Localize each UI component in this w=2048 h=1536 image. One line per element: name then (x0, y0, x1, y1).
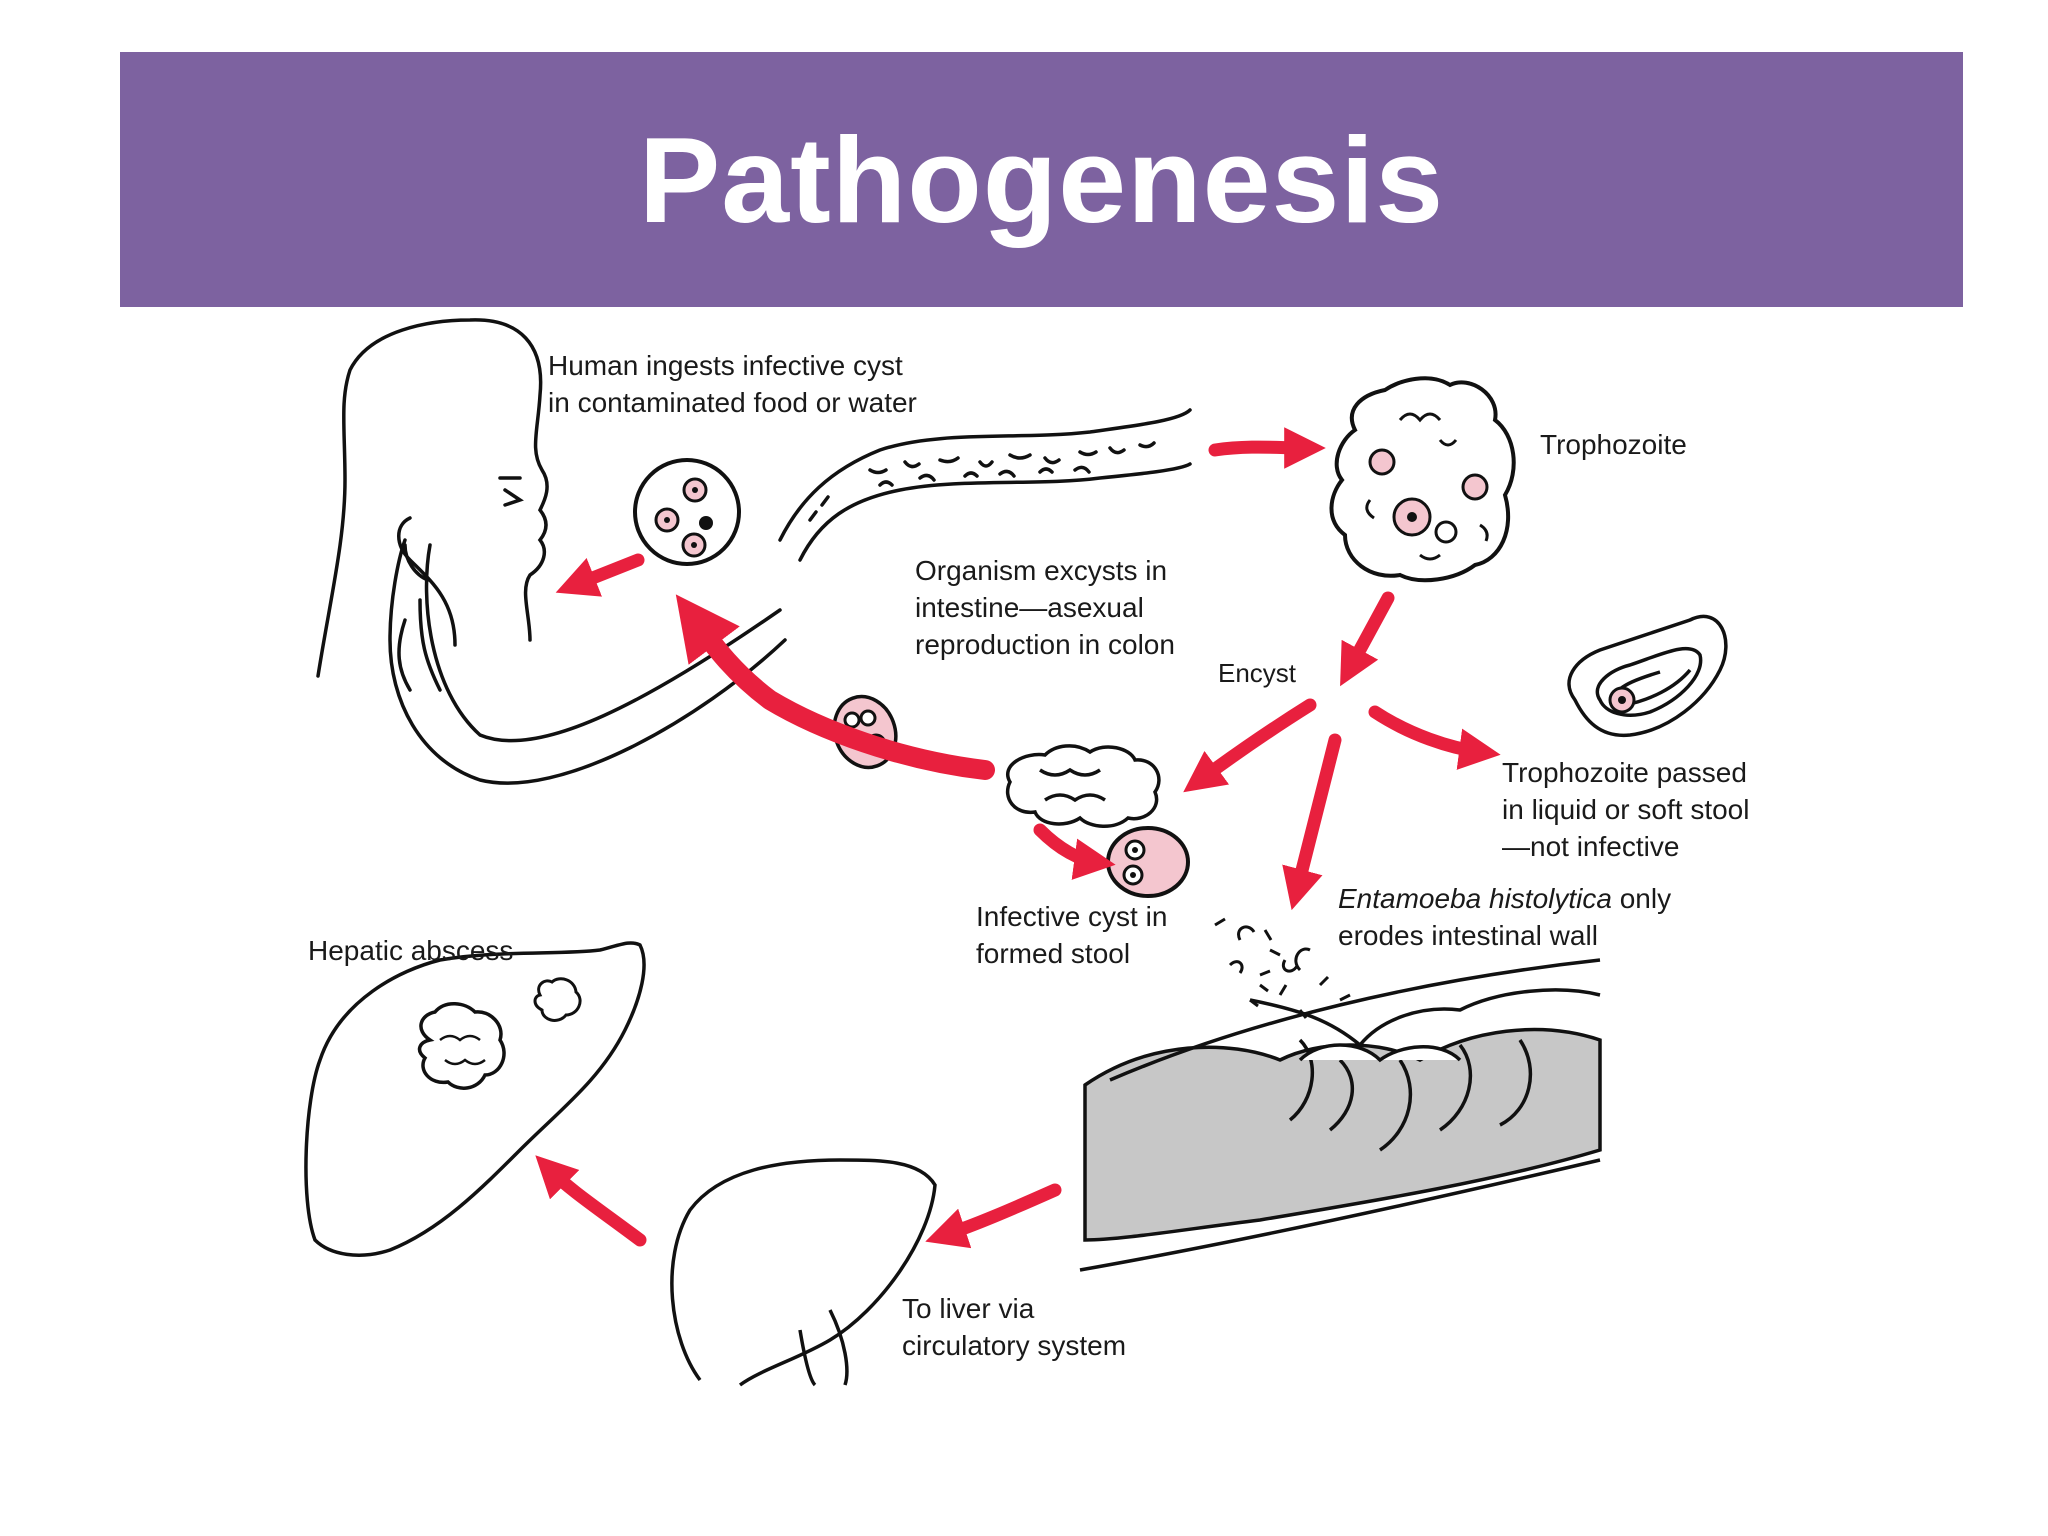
trophozoite-illustration (1329, 376, 1516, 583)
label-ingest-line2: in contaminated food or water (548, 387, 917, 418)
label-hepatic-text: Hepatic abscess (308, 935, 514, 966)
arrow-to-passed (1368, 705, 1501, 770)
arrow-to-infective-cyst (1033, 823, 1116, 880)
liver-illustration (670, 1158, 937, 1387)
label-erodes-only: only (1611, 883, 1672, 914)
arrow-to-wall (1282, 733, 1342, 911)
infective-cyst-icon (1106, 826, 1190, 898)
life-cycle-arrows (535, 427, 1501, 1249)
label-erodes-line2: erodes intestinal wall (1338, 920, 1598, 951)
ingested-cyst-icon (633, 458, 741, 566)
label-erodes: Entamoeba histolytica only erodes intest… (1338, 880, 1671, 954)
label-excyst: Organism excysts in intestine—asexual re… (915, 552, 1175, 663)
label-passed-line1: Trophozoite passed (1502, 757, 1747, 788)
species-name: Entamoeba histolytica (1338, 883, 1612, 914)
label-infective-line1: Infective cyst in (976, 901, 1168, 932)
label-to-liver-line2: circulatory system (902, 1330, 1127, 1361)
label-passed-line2: in liquid or soft stool (1502, 794, 1750, 825)
return-arrow-band (675, 594, 995, 780)
arrow-encyst (1340, 591, 1395, 687)
label-ingest: Human ingests infective cyst in contamin… (548, 347, 917, 421)
title-banner: Pathogenesis (120, 52, 1963, 307)
label-passed-line3: —not infective (1502, 831, 1680, 862)
intestinal-wall-illustration (1079, 947, 1602, 1272)
label-trophozoite-text: Trophozoite (1540, 429, 1687, 460)
label-erodes-line1: Entamoeba histolytica only (1338, 880, 1671, 917)
label-to-liver: To liver via circulatory system (902, 1290, 1126, 1364)
slide-title: Pathogenesis (638, 111, 1445, 248)
label-encyst-text: Encyst (1218, 658, 1297, 688)
arrow-to-stool (1183, 698, 1317, 793)
arrow-to-mouth (555, 553, 645, 597)
label-excyst-line1: Organism excysts in (915, 555, 1168, 586)
label-encyst: Encyst (1218, 655, 1296, 692)
label-infective-cyst: Infective cyst in formed stool (976, 898, 1167, 972)
formed-stool-illustration (1005, 744, 1161, 828)
label-infective-line2: formed stool (976, 938, 1131, 969)
human-head-illustration (316, 318, 787, 785)
label-trophozoite-passed: Trophozoite passed in liquid or soft sto… (1502, 754, 1749, 865)
arrow-to-trophozoite (1208, 427, 1326, 469)
label-ingest-line1: Human ingests infective cyst (548, 350, 903, 381)
arrow-to-small-liver (925, 1183, 1062, 1249)
label-hepatic-abscess: Hepatic abscess (308, 932, 513, 969)
label-excyst-line2: intestine—asexual (915, 592, 1144, 623)
label-trophozoite: Trophozoite (1540, 426, 1687, 463)
hepatic-abscess-illustration (304, 941, 646, 1257)
eroding-organisms-illustration (1214, 917, 1299, 1008)
label-excyst-line3: reproduction in colon (915, 629, 1175, 660)
label-to-liver-line1: To liver via (902, 1293, 1035, 1324)
arrow-to-abscess (535, 1155, 647, 1247)
passed-trophozoite-illustration (1567, 614, 1728, 737)
intestine-tube-illustration (778, 408, 1192, 562)
